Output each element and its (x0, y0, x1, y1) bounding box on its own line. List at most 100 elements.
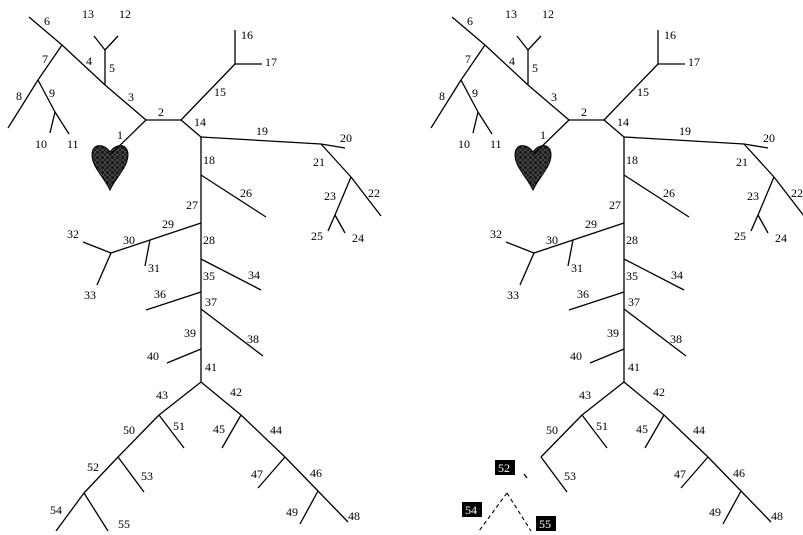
branch-label-11: 11 (490, 137, 502, 151)
branch-label-42: 42 (653, 385, 665, 399)
branch-33 (96, 252, 112, 286)
branch-12 (104, 35, 119, 51)
branch-label-32: 32 (490, 227, 502, 241)
branch-label-45: 45 (213, 422, 225, 436)
branch-48 (740, 490, 772, 523)
branch-6 (28, 16, 63, 46)
branch-14 (603, 119, 625, 138)
branch-label-23: 23 (747, 189, 759, 203)
branch-51 (158, 414, 185, 449)
branch-10 (472, 111, 479, 134)
branch-label-11: 11 (67, 137, 79, 151)
branch-13 (93, 35, 106, 51)
branch-label-9: 9 (49, 86, 55, 100)
branch-label-5: 5 (109, 61, 115, 75)
branch-21 (320, 143, 352, 178)
branch-25 (327, 214, 336, 232)
branch-19 (200, 136, 322, 145)
branch-label-13: 13 (505, 7, 517, 21)
branch-label-8: 8 (16, 89, 22, 103)
branch-label-30: 30 (123, 233, 135, 247)
branch-label-43: 43 (156, 388, 168, 402)
branch-45 (644, 414, 665, 449)
branch-26 (200, 174, 267, 218)
branch-label-20: 20 (763, 131, 775, 145)
branch-label-21: 21 (313, 155, 325, 169)
branch-label-36: 36 (154, 287, 166, 301)
branch-50 (540, 414, 583, 458)
branch-label-7: 7 (42, 52, 48, 66)
branch-label-18: 18 (203, 153, 215, 167)
branch-44 (240, 414, 286, 458)
branch-10 (49, 111, 56, 134)
branch-54 (478, 492, 508, 532)
branch-38 (200, 308, 264, 357)
branch-42 (200, 381, 242, 416)
branch-label-12: 12 (119, 7, 131, 21)
branch-label-28: 28 (203, 233, 215, 247)
branch-label-48: 48 (771, 509, 783, 523)
branch-label-26: 26 (663, 186, 675, 200)
branch-7 (460, 44, 486, 81)
branch-53 (117, 456, 145, 493)
branch-label-44: 44 (270, 423, 282, 437)
branch-label-25: 25 (734, 229, 746, 243)
branch-30 (110, 239, 151, 254)
branch-32 (505, 241, 535, 254)
branch-40 (166, 348, 202, 364)
branch-label-29: 29 (162, 217, 174, 231)
branch-label-51: 51 (173, 419, 185, 433)
branch-32 (82, 241, 112, 254)
branch-31 (144, 239, 151, 267)
branch-label-34: 34 (248, 268, 260, 282)
branch-22 (773, 176, 803, 216)
branch-label-46: 46 (310, 466, 322, 480)
branch-label-1: 1 (117, 128, 123, 142)
branch-label-23: 23 (324, 189, 336, 203)
branch-label-38: 38 (670, 332, 682, 346)
branch-label-53: 53 (141, 469, 153, 483)
label-highlight-52 (495, 460, 515, 475)
branch-label-31: 31 (571, 261, 583, 275)
branch-label-12: 12 (542, 7, 554, 21)
branch-label-41: 41 (205, 360, 217, 374)
branch-26 (623, 174, 690, 218)
branch-label-16: 16 (241, 28, 253, 42)
branch-label-29: 29 (585, 217, 597, 231)
branch-label-42: 42 (230, 385, 242, 399)
branch-38 (623, 308, 687, 357)
branch-label-44: 44 (693, 423, 705, 437)
branch-46 (707, 456, 742, 492)
branch-12 (527, 35, 542, 51)
label-highlight-54 (462, 502, 482, 517)
branch-label-49: 49 (709, 505, 721, 519)
branch-8 (7, 79, 39, 129)
branch-label-33: 33 (507, 288, 519, 302)
branch-label-54: 54 (50, 503, 62, 517)
branch-44 (663, 414, 709, 458)
branch-54 (55, 492, 85, 532)
branch-label-19: 19 (256, 124, 268, 138)
branch-20 (320, 143, 346, 149)
branch-15 (603, 63, 659, 121)
branch-4 (484, 44, 529, 86)
branch-label-32: 32 (67, 227, 79, 241)
branch-40 (589, 348, 625, 364)
branch-label-50: 50 (123, 423, 135, 437)
branch-30 (533, 239, 574, 254)
branch-53 (540, 456, 568, 493)
branch-label-1: 1 (540, 128, 546, 142)
branch-label-47: 47 (251, 467, 263, 481)
branch-24 (334, 214, 346, 234)
branch-33 (519, 252, 535, 286)
branch-43 (158, 381, 202, 416)
branch-42 (623, 381, 665, 416)
branch-11 (477, 111, 493, 135)
branch-label-40: 40 (570, 349, 582, 363)
branch-36 (145, 291, 202, 311)
branch-label-52: 52 (498, 461, 510, 475)
branch-24 (757, 214, 769, 234)
branch-label-6: 6 (44, 14, 50, 28)
